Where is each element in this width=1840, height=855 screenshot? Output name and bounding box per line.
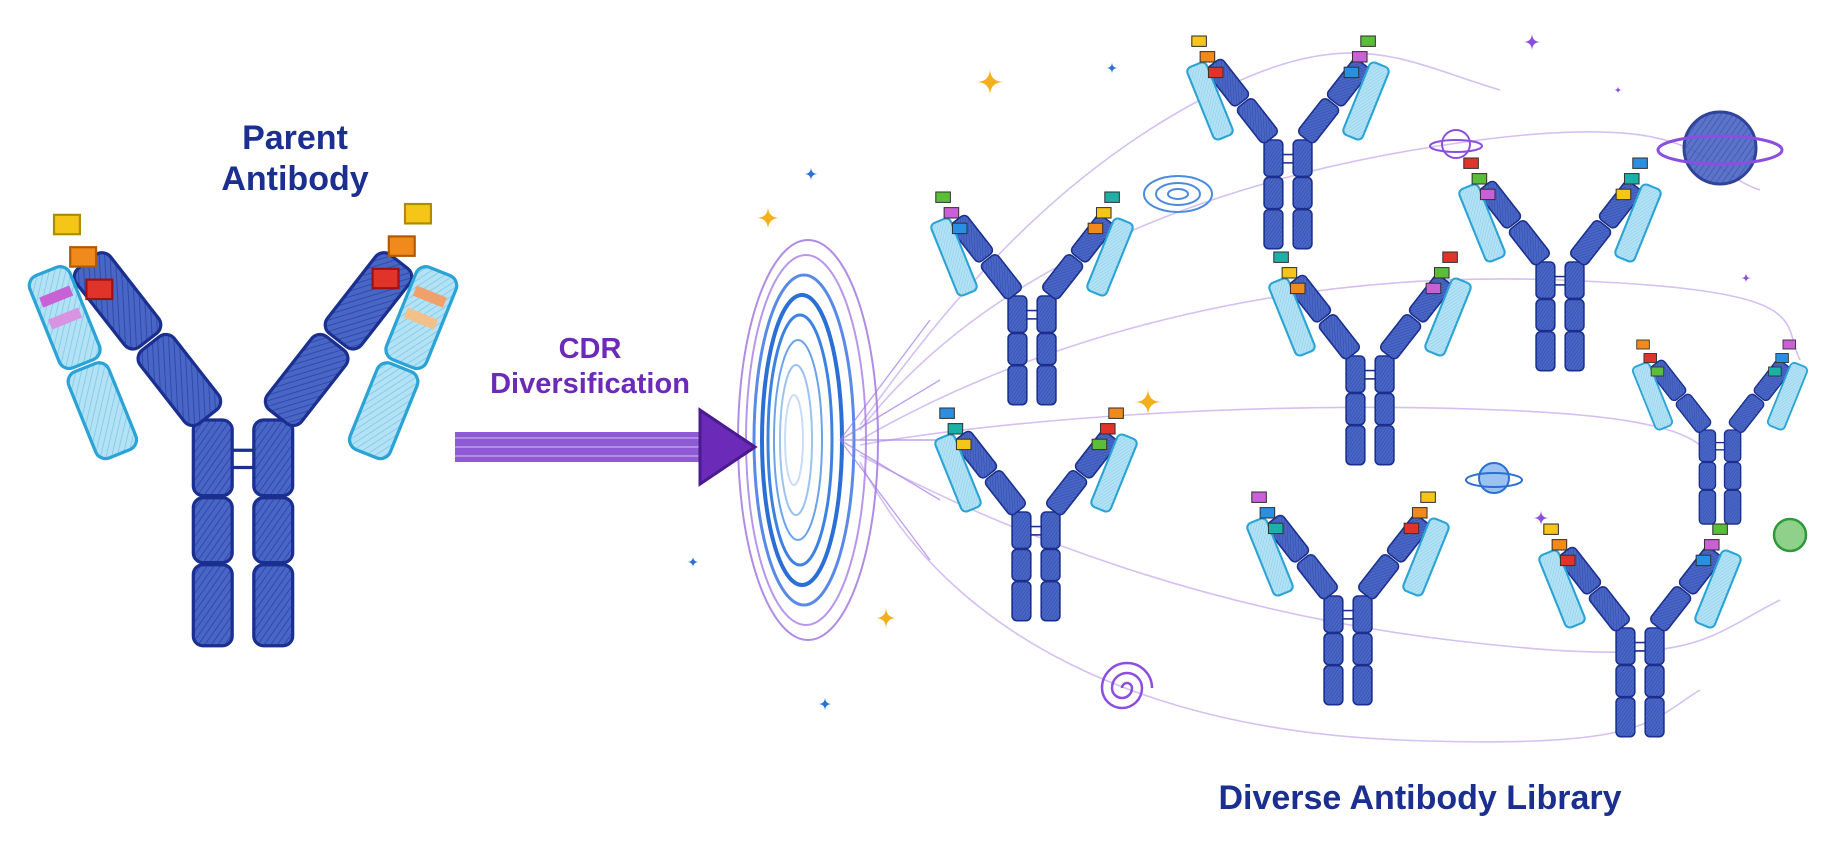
antibody-variant-icon <box>1268 251 1472 466</box>
library-label: Diverse Antibody Library <box>1218 779 1622 817</box>
star-icon <box>1533 510 1549 526</box>
antibody-library <box>930 35 1809 738</box>
planet-icon <box>1429 129 1483 159</box>
parent-antibody-label: Parent Antibody <box>150 118 440 200</box>
star-icon <box>818 697 832 711</box>
star-icon <box>1741 273 1751 283</box>
star-icon <box>804 167 818 181</box>
parent-label-line1: Parent <box>242 119 348 157</box>
star-icon <box>875 607 897 629</box>
parent-antibody-icon <box>27 202 459 648</box>
planet-icon <box>1656 110 1784 186</box>
planet-icon <box>1772 517 1808 553</box>
antibody-variant-icon <box>1246 491 1450 706</box>
antibody-variant-icon <box>934 407 1138 622</box>
star-icon <box>1614 86 1622 94</box>
antibody-variant-icon <box>930 191 1134 406</box>
galaxy-icon <box>1143 175 1213 213</box>
parent-label-line2: Antibody <box>221 159 369 198</box>
star-icon <box>687 556 699 568</box>
star-icon <box>976 68 1004 96</box>
star-field <box>687 33 1751 711</box>
star-icon <box>1106 62 1118 74</box>
diversification-arrow-icon <box>455 407 758 487</box>
cdr-diversification-label: CDR Diversification <box>460 332 720 402</box>
star-icon <box>1523 33 1541 51</box>
antibody-variant-icon <box>1186 35 1390 250</box>
cdr-label-line1: CDR <box>558 333 622 365</box>
antibody-variant-icon <box>1538 523 1742 738</box>
planet-icon <box>1465 462 1523 494</box>
antibody-variant-icon <box>1631 339 1809 525</box>
portal-swirl-icon <box>737 239 950 641</box>
star-icon <box>756 206 780 230</box>
galaxy-icon <box>1100 661 1154 710</box>
cdr-label-line2: Diversification <box>490 367 690 400</box>
antibody-variant-icon <box>1458 157 1662 372</box>
star-icon <box>1134 388 1162 416</box>
